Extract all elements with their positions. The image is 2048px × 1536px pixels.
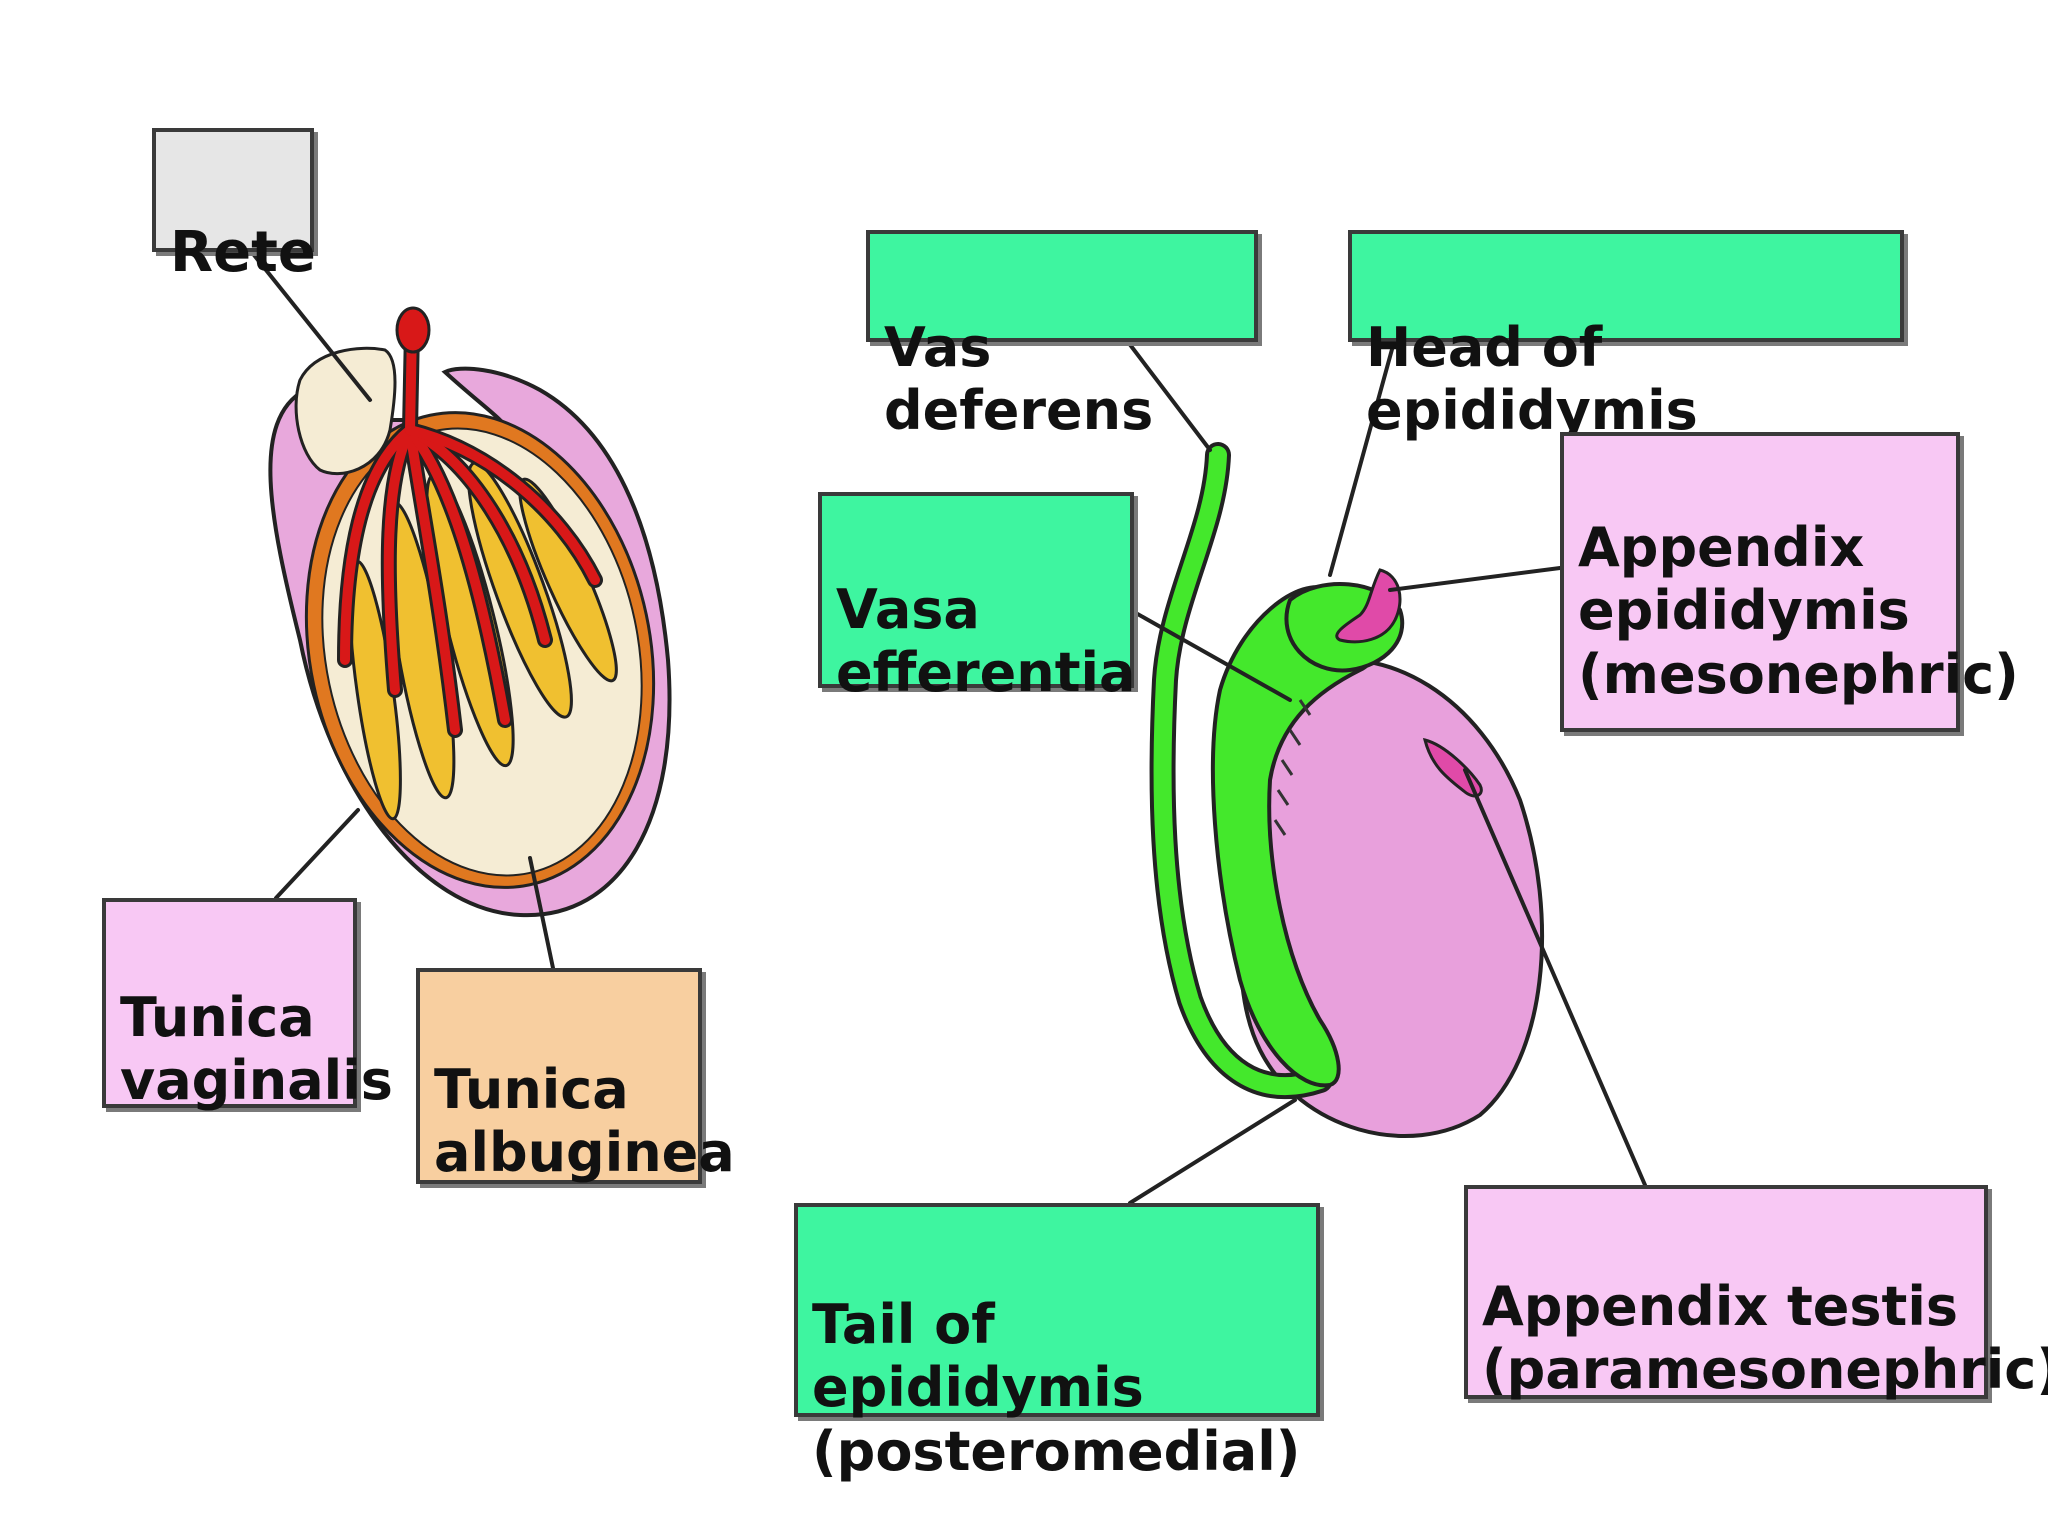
leader-tunica-vaginalis <box>274 808 360 900</box>
leader-appendix-testis <box>1463 768 1647 1187</box>
leader-tunica-albuginea <box>528 856 555 970</box>
leader-rete <box>252 253 372 402</box>
rete-bulb <box>395 306 431 354</box>
leader-lines <box>252 253 1647 1205</box>
tunica-albuginea-label: Tunica albuginea <box>416 968 735 1184</box>
leader-appendix-epididymis <box>1388 566 1562 592</box>
leader-vas-deferens <box>1126 340 1212 452</box>
appendix-testis-label: Appendix testis (paramesonephric) <box>1464 1185 2048 1401</box>
rete-mass <box>294 346 397 476</box>
leader-vasa-efferentia <box>1132 610 1292 702</box>
testis-with-epididymis <box>1149 442 1545 1138</box>
appendix-epididymis-label: Appendix epididymis (mesonephric) <box>1560 432 2019 732</box>
seminiferous-tubules <box>348 461 618 821</box>
vas-deferens-label: Vas deferens <box>866 230 1258 442</box>
rete-label: Rete <box>152 128 316 285</box>
head-of-epididymis-label: Head of epididymis <box>1348 230 1904 442</box>
rete-vessels <box>337 322 603 738</box>
appendix-epididymis-shape <box>1335 568 1402 644</box>
leader-tail-of-epididymis <box>1128 1098 1297 1205</box>
testis-cross-section <box>268 306 672 918</box>
tail-of-epididymis-label: Tail of epididymis (posteromedial) <box>794 1203 1320 1483</box>
vasa-efferentia-label: Vasa efferentia <box>818 492 1135 704</box>
tunica-vaginalis-label: Tunica vaginalis <box>102 898 393 1112</box>
efferent-ducts-marks <box>1273 699 1312 836</box>
leader-head-of-epididymis <box>1328 340 1396 577</box>
epididymis-body <box>1210 585 1379 1088</box>
